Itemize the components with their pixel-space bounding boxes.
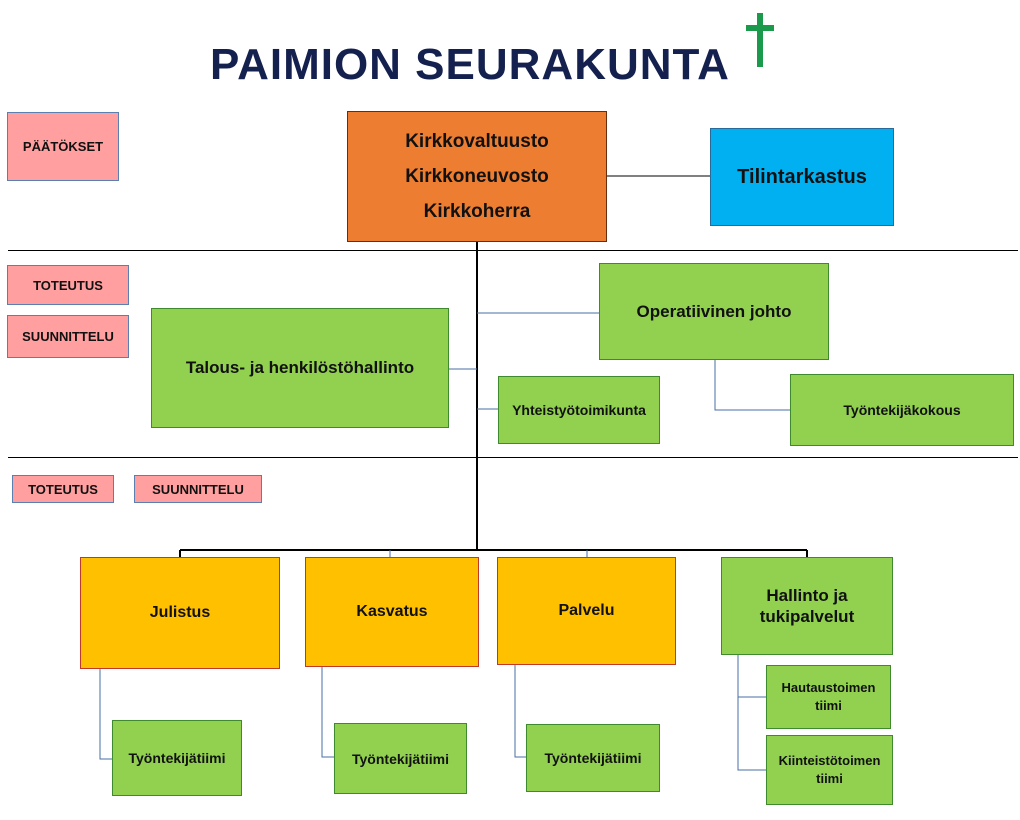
team-connector-2 [321,667,334,758]
team-burial: Hautaustoimen tiimi [766,665,891,729]
implementation-label-2: TOTEUTUS [12,475,114,503]
planning-label-2: SUUNNITTELU [134,475,262,503]
governance-line-3: Kirkkoherra [423,201,531,222]
page-title: PAIMION SEURAKUNTA [210,40,730,89]
team-palvelu: Työntekijätiimi [526,724,660,792]
operational-box: Operatiivinen johto [599,263,829,360]
separator-line-2 [8,457,1018,458]
decisions-label: PÄÄTÖKSET [7,112,119,181]
implementation-label-1: TOTEUTUS [7,265,129,305]
team-connector-3 [514,665,526,758]
separator-line-1 [8,250,1018,251]
audit-box: Tilintarkastus [710,128,894,226]
planning-label-1: SUUNNITTELU [7,315,129,358]
staff-meeting-connector [714,360,790,411]
property-team-line1: Kiinteistötoimen [778,753,881,768]
unit-admin: Hallinto ja tukipalvelut [721,557,893,655]
governance-box: Kirkkovaltuusto Kirkkoneuvosto Kirkkoher… [347,111,607,242]
unit-kasvatus: Kasvatus [305,557,479,667]
finance-hr-box: Talous- ja henkilöstöhallinto [151,308,449,428]
burial-team-line1: Hautaustoimen [781,680,876,695]
admin-name-line1: Hallinto ja [766,586,848,605]
governance-line-1: Kirkkovaltuusto [405,131,549,152]
cooperation-box: Yhteistyötoimikunta [498,376,660,444]
cross-icon [746,13,774,67]
admin-team-connector-1 [737,655,766,698]
team-julistus: Työntekijätiimi [112,720,242,796]
unit-palvelu: Palvelu [497,557,676,665]
unit-julistus: Julistus [80,557,280,669]
team-kasvatus: Työntekijätiimi [334,723,467,794]
admin-name-line2: tukipalvelut [759,607,855,626]
admin-team-connector-2 [737,697,766,771]
governance-line-2: Kirkkoneuvosto [405,166,549,187]
property-team-line2: tiimi [816,771,843,786]
staff-meeting-box: Työntekijäkokous [790,374,1014,446]
burial-team-line2: tiimi [815,698,842,713]
team-connector-1 [99,669,112,760]
team-property: Kiinteistötoimen tiimi [766,735,893,805]
